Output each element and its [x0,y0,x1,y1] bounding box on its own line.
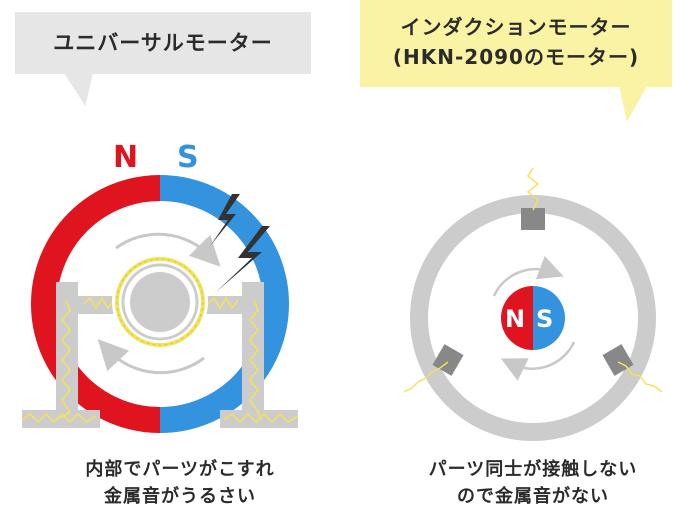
rotation-arrow-top [115,232,221,267]
induction-motor-caption: パーツ同士が接触しない ので金属音がない [378,456,688,510]
rotor-rotation-arrow-top [492,255,564,297]
rotor-s-label: S [536,305,553,333]
pole-n-label: N [113,140,138,175]
left-vibration-line [59,299,72,419]
left-brush-holder [22,282,100,428]
pole-s-label: S [177,140,199,175]
right-brush [206,296,242,314]
induction-caption-line1: パーツ同士が接触しない [428,459,638,480]
stator-ring [410,195,656,441]
top-vibration-line [526,167,540,211]
rotor-core [130,272,190,332]
left-vibration-line-induction [403,361,449,393]
left-base-vibration-line [21,412,97,424]
rotor-south-half [533,286,565,350]
rotation-arrow-bottom [97,339,205,375]
lightning-icon-small [210,194,240,246]
right-brush-holder [220,282,298,428]
induction-motor-title-line2: (HKN-2090のモーター) [392,45,640,69]
right-brush-vibration-line [207,296,239,310]
induction-motor-title: インダクションモーター (HKN-2090のモーター) [360,0,672,87]
induction-caption-line2: ので金属音がない [457,486,609,507]
rotor-north-half [501,286,533,350]
right-vibration-line-induction [617,361,663,393]
left-brush-vibration-line [83,296,115,310]
universal-motor-caption: 内部でパーツがこすれ 金属音がうるさい [30,456,330,510]
rotor-n-label: N [505,305,525,333]
left-brush [78,296,114,314]
stator-tooth-right [602,344,634,376]
induction-motor-title-line1: インダクションモーター [400,15,632,39]
induction-motor-diagram: N S [403,167,663,441]
commutator-ring-texture [116,258,204,346]
universal-motor-diagram: N S [21,140,299,433]
stator-north-half [31,175,161,433]
stator-south-half [159,175,289,433]
universal-caption-line2: 金属音がうるさい [104,486,256,507]
stator-tooth-top [521,208,545,230]
right-vibration-line [249,299,263,421]
right-base-vibration-line [223,412,299,424]
universal-caption-line1: 内部でパーツがこすれ [85,459,275,480]
rotor-rotation-arrow-bottom [500,341,576,381]
universal-motor-title: ユニバーサルモーター [15,12,311,74]
